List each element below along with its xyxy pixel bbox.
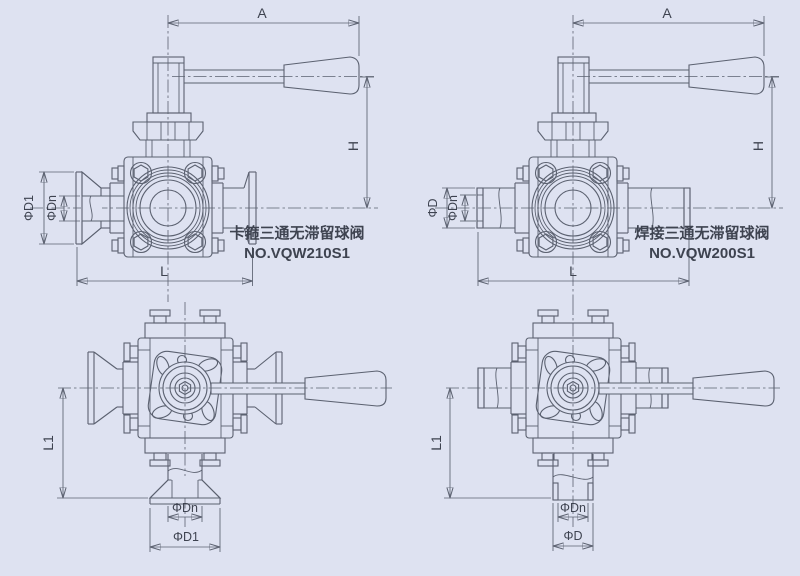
top-view-clamp: L1 ΦDn ΦD1 — [40, 301, 393, 552]
caption-weld-valve: 焊接三通无滞留球阀 NO.VQW200S1 — [634, 224, 769, 262]
dim-label-l1: L1 — [40, 435, 56, 451]
dim-label-l: L — [160, 263, 168, 279]
valve-body-top — [445, 301, 781, 528]
front-view-weld: A H L ΦD ΦDn 焊接三通无滞留球阀 NO.VQW200S1 — [426, 5, 783, 302]
dimension-H: H — [345, 77, 374, 208]
bottom-port-clamp — [148, 454, 222, 505]
clamp-ferrule-right — [223, 171, 257, 245]
caption-line2: NO.VQW200S1 — [649, 245, 755, 262]
dimension-Dn: ΦDn — [45, 195, 80, 221]
top-view-weld: L1 ΦDn ΦD — [428, 301, 781, 551]
dim-label-d: ΦD — [426, 198, 440, 217]
dim-label-l1: L1 — [428, 435, 444, 451]
dimension-Dn: ΦDn — [446, 195, 476, 221]
dim-label-h: H — [750, 141, 766, 151]
weld-pipe-right — [628, 187, 691, 229]
dimension-Dn-bottom: ΦDn — [558, 501, 588, 522]
dim-label-a: A — [662, 5, 672, 21]
dim-label-dn: ΦDn — [560, 501, 586, 515]
dim-label-a: A — [257, 5, 267, 21]
dimension-L1: L1 — [40, 388, 148, 498]
dimension-A: A — [573, 5, 764, 56]
caption-clamp-valve: 卡箍三通无滞留球阀 NO.VQW210S1 — [229, 224, 364, 262]
dimension-D-bottom: ΦD — [553, 503, 593, 551]
dimension-H: H — [750, 77, 779, 208]
dim-label-dn: ΦDn — [45, 195, 59, 221]
dimension-D1: ΦD1 — [22, 172, 74, 244]
dim-label-dn: ΦDn — [172, 501, 198, 515]
caption-line2: NO.VQW210S1 — [244, 245, 350, 262]
dim-label-dn: ΦDn — [446, 195, 460, 221]
dimension-Dn-bottom: ΦDn — [168, 501, 202, 522]
dim-label-d1: ΦD1 — [22, 195, 36, 221]
caption-line1: 卡箍三通无滞留球阀 — [229, 224, 364, 242]
dimension-L: L — [478, 232, 689, 286]
bottom-port-weld — [552, 454, 594, 501]
dimension-D1-bottom: ΦD1 — [150, 508, 220, 552]
weld-pipe-left — [476, 187, 515, 229]
dim-label-d: ΦD — [563, 529, 582, 543]
dim-label-l: L — [569, 263, 577, 279]
dimension-A: A — [168, 5, 359, 56]
front-view-clamp: A H L ΦD1 ΦDn 卡箍三通无滞留球阀 NO.VQW210S1 — [22, 5, 378, 302]
caption-line1: 焊接三通无滞留球阀 — [634, 224, 769, 242]
dimension-D: ΦD — [426, 188, 475, 228]
dimension-L1: L1 — [428, 388, 551, 498]
dim-label-h: H — [345, 141, 361, 151]
valve-body-top — [57, 301, 393, 528]
clamp-ferrule-left-section — [75, 170, 124, 246]
dimension-L: L — [77, 247, 253, 286]
dim-label-d1: ΦD1 — [173, 530, 199, 544]
